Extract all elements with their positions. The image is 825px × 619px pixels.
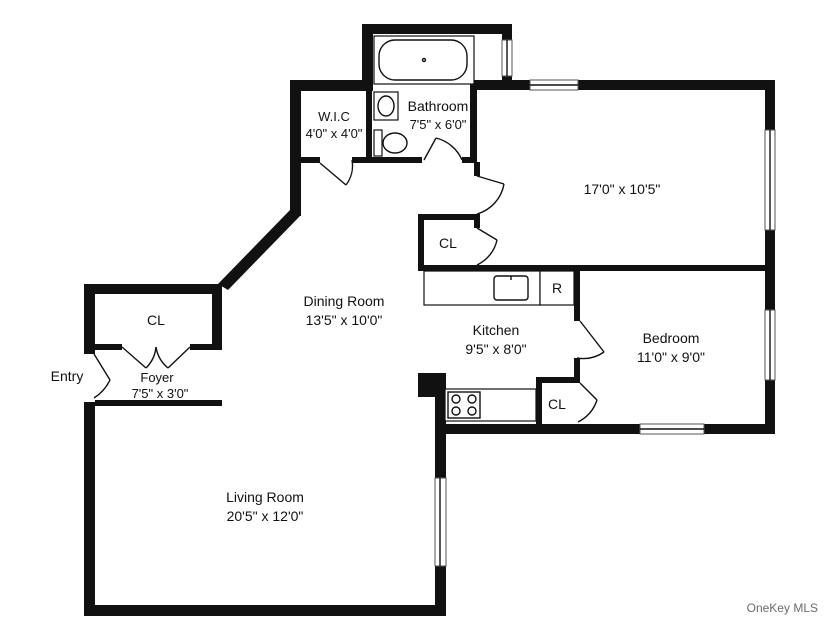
foyer-size: 7'5" x 3'0": [132, 386, 189, 401]
refrigerator: [539, 270, 575, 306]
wic-size: 4'0" x 4'0": [306, 126, 363, 141]
dining-room-size: 13'5" x 10'0": [306, 312, 383, 328]
bathroom-name: Bathroom: [408, 98, 469, 114]
interior-walls: [94, 84, 775, 427]
bedroom-name: Bedroom: [643, 330, 700, 346]
bathroom-size: 7'5" x 6'0": [410, 117, 467, 132]
dining-room-name: Dining Room: [304, 293, 385, 309]
unnamed-room-size: 17'0" x 10'5": [584, 181, 661, 197]
stove: [447, 391, 481, 419]
fixtures: [373, 35, 575, 422]
refrigerator-label: R: [552, 280, 562, 296]
kitchen-size: 9'5" x 8'0": [465, 341, 526, 357]
entry-label: Entry: [51, 368, 84, 384]
closet-upper-label: CL: [439, 235, 457, 251]
living-room-name: Living Room: [226, 489, 304, 505]
watermark: OneKey MLS: [747, 601, 818, 615]
windows: [434, 39, 776, 567]
wic-name: W.I.C: [318, 109, 350, 124]
doors: [84, 137, 605, 423]
closet-bedroom-label: CL: [548, 396, 566, 412]
room-labels: Bathroom 7'5" x 6'0" W.I.C 4'0" x 4'0" 1…: [51, 98, 705, 524]
closet-foyer-label: CL: [147, 312, 165, 328]
bedroom-size: 11'0" x 9'0": [637, 349, 705, 365]
bathtub: [373, 35, 475, 85]
kitchen-name: Kitchen: [473, 322, 520, 338]
kitchen-counter-lower: [444, 388, 537, 422]
foyer-name: Foyer: [140, 370, 174, 385]
living-room-size: 20'5" x 12'0": [227, 508, 304, 524]
toilet: [373, 129, 383, 157]
